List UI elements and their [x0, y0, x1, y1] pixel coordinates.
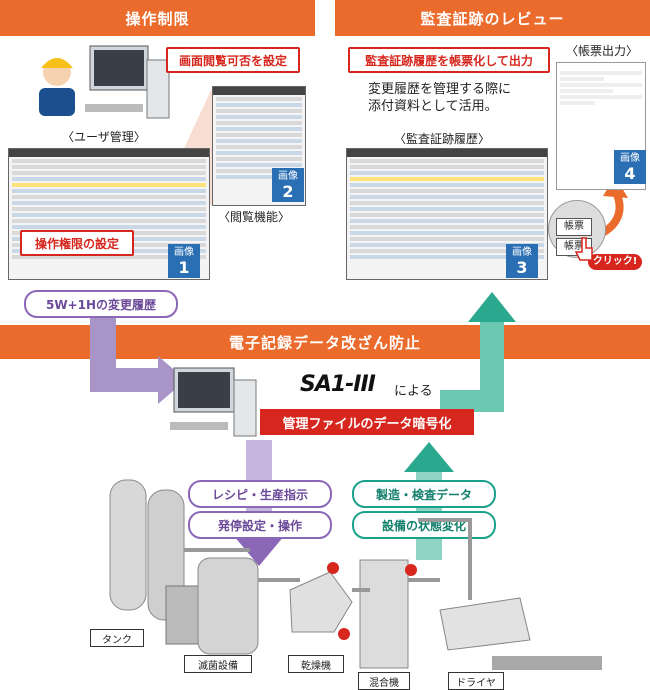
monitor-screen: [178, 372, 230, 408]
keyboard: [170, 422, 228, 430]
screenshot-audit-history: [346, 148, 548, 280]
teal-arrow-head: [468, 292, 516, 322]
valve-icon: [327, 562, 339, 574]
tank-1: [109, 479, 147, 611]
label-dryer-machine: 乾燥機: [288, 655, 344, 673]
dryer-conveyor: [492, 656, 602, 670]
header-audit-review: 監査証跡のレビュー: [335, 0, 650, 36]
screenshot-view-function: [212, 86, 306, 206]
mixer-tower: [359, 559, 409, 669]
pipes: [184, 518, 472, 600]
valve-icon: [405, 564, 417, 576]
header-access-control: 操作制限: [0, 0, 315, 36]
callout-audit-form-output: 監査証跡履歴を帳票化して出力: [348, 47, 550, 73]
callout-screen-view-setting: 画面閲覧可否を設定: [166, 47, 300, 73]
hand-cursor-icon: [574, 237, 593, 261]
callout-operation-permission: 操作権限の設定: [20, 230, 134, 256]
purple-down-head: [234, 536, 284, 566]
label-tank: タンク: [90, 629, 144, 647]
label-mixer: 混合機: [358, 672, 410, 690]
callout-management-file-encryption: 管理ファイルのデータ暗号化: [260, 409, 474, 435]
purple-arrow-head: [158, 356, 186, 404]
pill-start-stop: 発停設定・操作: [188, 511, 332, 539]
label-dryer: ドライヤ: [448, 672, 504, 690]
form-button[interactable]: 帳票: [556, 218, 592, 236]
keyboard: [85, 104, 143, 112]
click-badge: クリック!: [588, 254, 642, 270]
description-line-1: 変更履歴を管理する際に: [368, 82, 512, 97]
caption-user-management: 〈ユーザ管理〉: [62, 130, 146, 144]
brand-suffix: による: [394, 384, 433, 399]
pill-recipe: レシピ・生産指示: [188, 480, 332, 508]
monitor-screen: [94, 50, 144, 86]
pill-change-history: 5W+1Hの変更履歴: [24, 290, 178, 318]
brand-logo: SA1-III: [300, 372, 376, 397]
center-computer-illustration: [170, 367, 257, 437]
description-line-2: 添付資料として活用。: [368, 99, 498, 114]
caption-audit-history: 〈監査証跡履歴〉: [394, 132, 491, 146]
worker-computer-illustration: [39, 45, 170, 119]
label-sterilizer: 滅菌設備: [184, 655, 252, 673]
plant-illustration: [109, 479, 602, 670]
dryer-unit: [439, 597, 531, 651]
worker-body: [39, 88, 75, 116]
helmet-icon: [41, 58, 73, 68]
caption-view-function: 〈閲覧機能〉: [218, 210, 291, 224]
caption-form-output: 〈帳票出力〉: [566, 44, 639, 58]
computer-tower: [146, 59, 170, 119]
valve-icon: [338, 628, 350, 640]
dryer-machine: [289, 571, 353, 633]
teal-vertical-shaft: [480, 320, 504, 412]
teal-up-head: [404, 442, 454, 472]
computer-tower: [233, 379, 257, 437]
sterilizer-tank: [197, 557, 259, 655]
purple-arrow-horizontal: [90, 368, 160, 392]
pill-production-data: 製造・検査データ: [352, 480, 496, 508]
